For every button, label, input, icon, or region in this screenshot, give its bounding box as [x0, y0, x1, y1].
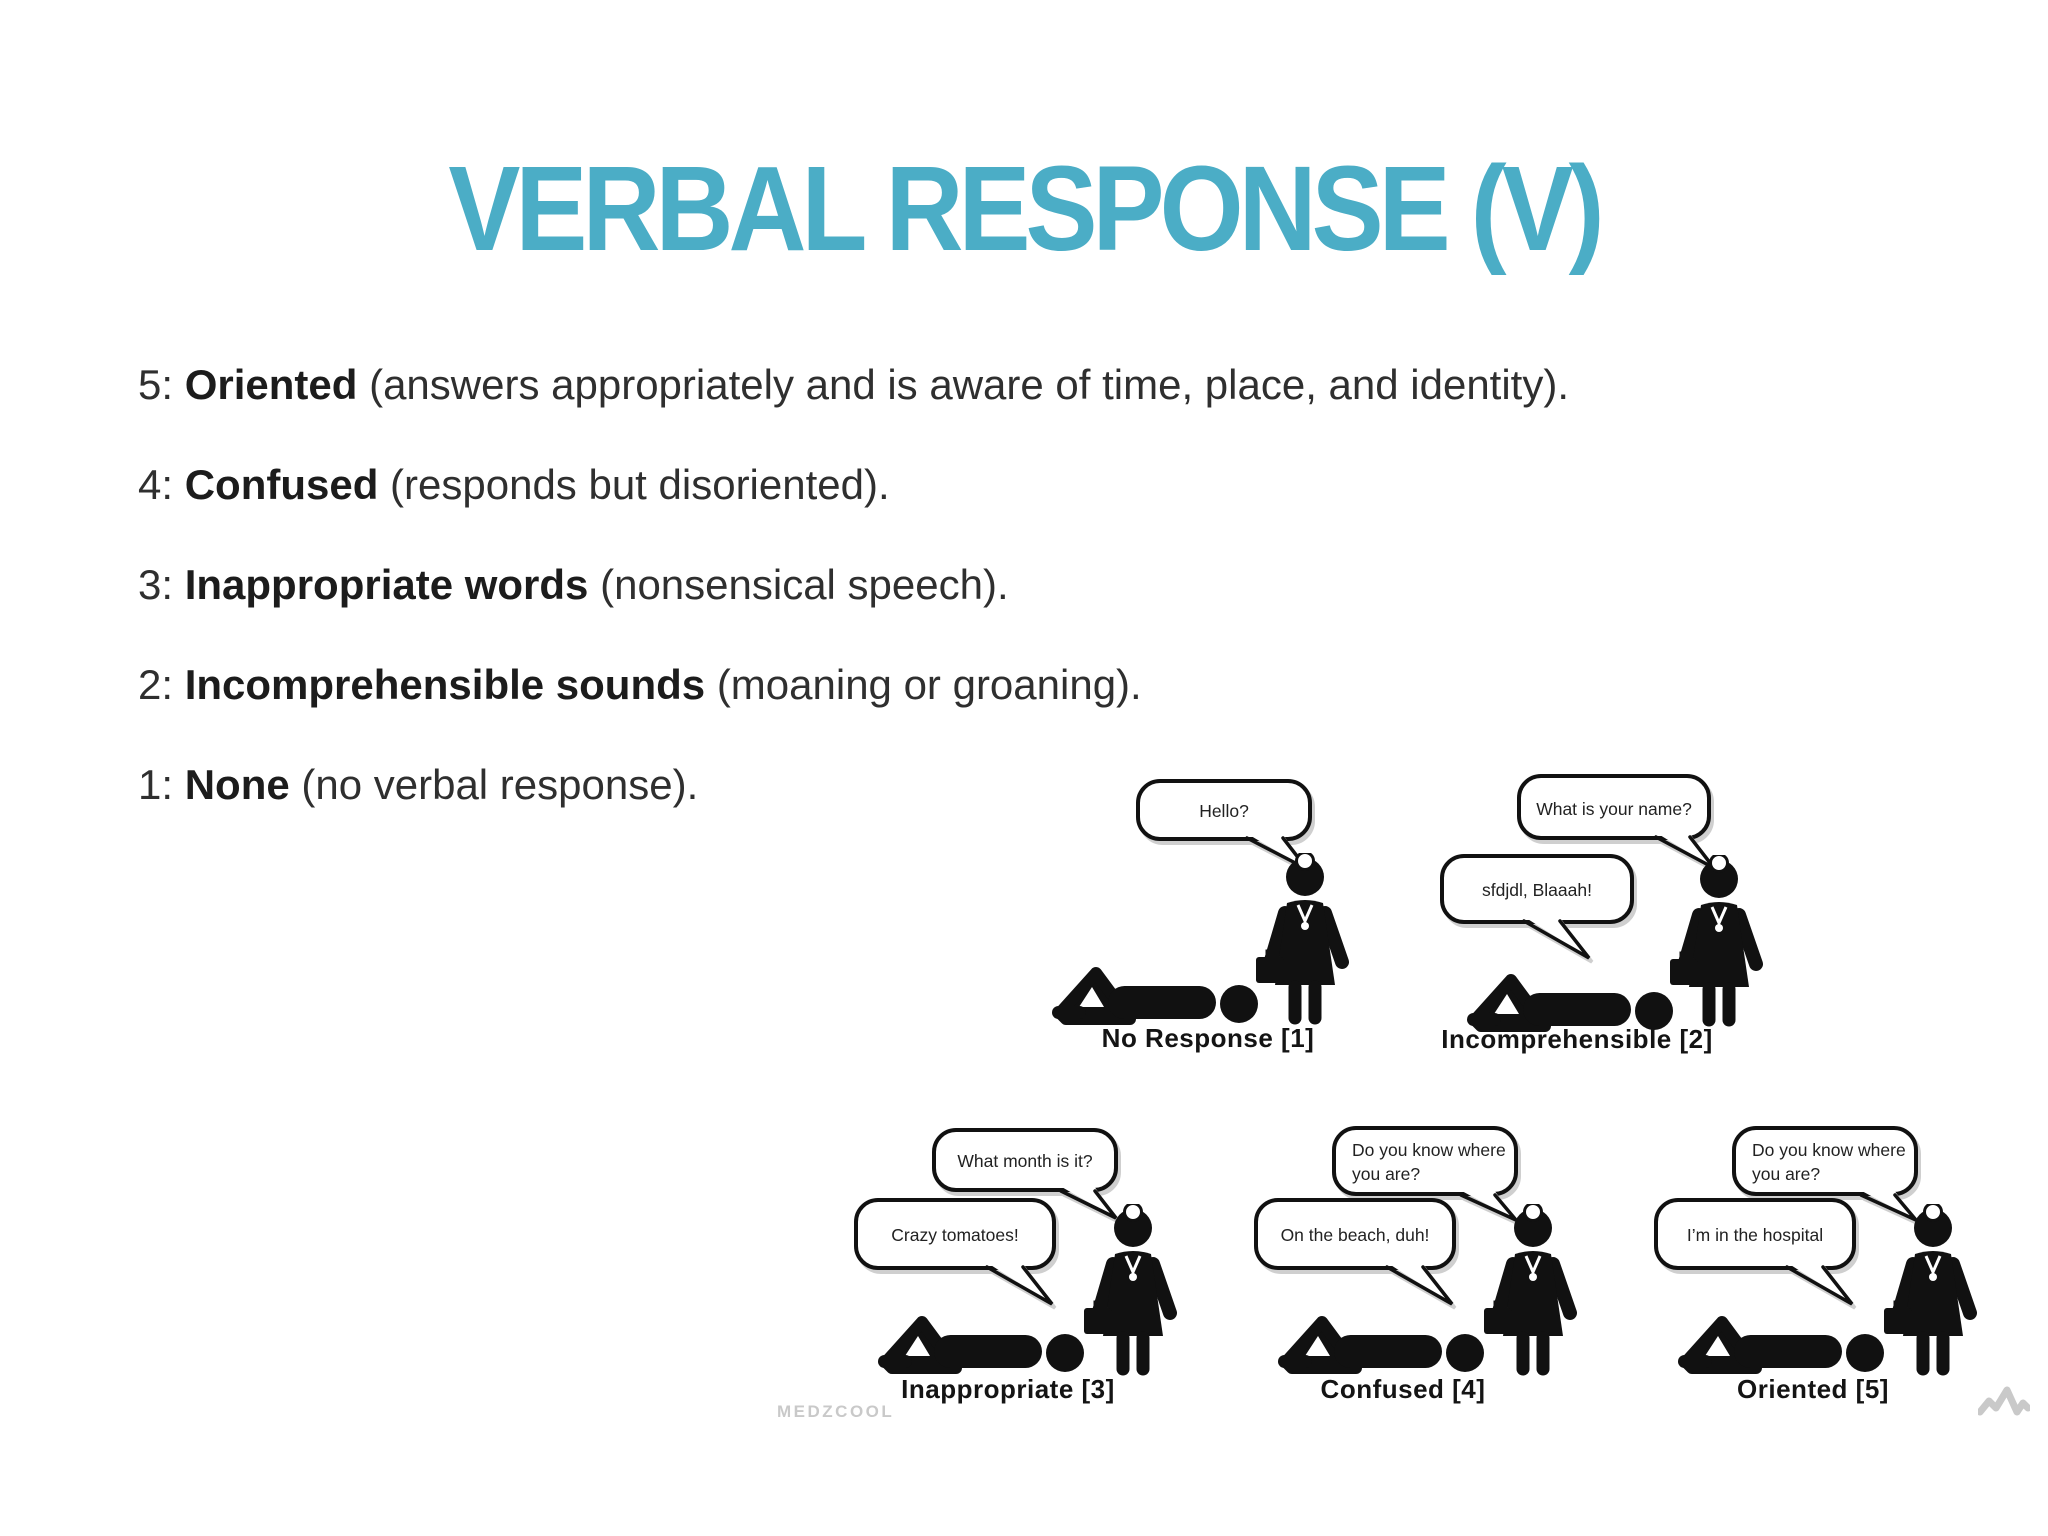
patient-speech-bubble — [1654, 1198, 1856, 1306]
scene-oriented: Do you know where you are? I’m in the ho… — [1654, 1126, 1988, 1404]
doctor-bubble-text: What is your name? — [1536, 799, 1692, 819]
item-term: Incomprehensible sounds — [184, 661, 706, 708]
patient-icon — [1278, 1322, 1484, 1372]
patient-speech-bubble — [1440, 854, 1634, 960]
list-item: 3: Inappropriate words (nonsensical spee… — [138, 535, 1569, 635]
verbal-response-list: 5: Oriented (answers appropriately and i… — [138, 335, 1569, 835]
doctor-icon — [1670, 855, 1756, 1021]
doctor-icon — [1256, 853, 1342, 1019]
patient-icon — [878, 1322, 1084, 1372]
list-item: 5: Oriented (answers appropriately and i… — [138, 335, 1569, 435]
page-title: VERBAL RESPONSE (V) — [448, 140, 1604, 276]
scene-confused: Do you know where you are? On the beach,… — [1254, 1126, 1588, 1404]
patient-bubble-text: sfdjdl, Blaaah! — [1482, 880, 1592, 900]
doctor-speech-bubble — [932, 1128, 1118, 1220]
list-item: 4: Confused (responds but disoriented). — [138, 435, 1569, 535]
doctor-speech-bubble — [1732, 1126, 1918, 1222]
doctor-speech-bubble — [1332, 1126, 1518, 1222]
doctor-bubble-text: Hello? — [1199, 801, 1249, 821]
patient-speech-bubble — [854, 1198, 1056, 1306]
item-description: (nonsensical speech). — [600, 561, 1009, 608]
item-number: 2: — [138, 661, 174, 708]
scene-caption: Oriented [5] — [1737, 1374, 1889, 1404]
scene-no-response: Hello? No Response [1] — [1050, 779, 1380, 1053]
scene-caption: Confused [4] — [1321, 1374, 1486, 1404]
watermark: MEDZCOOL — [777, 1402, 895, 1421]
scene-incomprehensible: What is your name? sfdjdl, Blaaah! Incom… — [1440, 774, 1867, 1054]
item-term: None — [184, 761, 290, 808]
doctor-icon — [1484, 1204, 1570, 1370]
doctor-icon — [1084, 1204, 1170, 1370]
patient-speech-bubble — [1254, 1198, 1456, 1306]
item-term: Oriented — [184, 361, 358, 408]
doctor-icon — [1884, 1204, 1970, 1370]
item-description: (moaning or groaning). — [716, 661, 1142, 708]
patient-icon — [1467, 980, 1673, 1030]
patient-bubble-text: On the beach, duh! — [1281, 1225, 1430, 1245]
scene-caption: No Response [1] — [1102, 1023, 1315, 1053]
scene-caption: Inappropriate [3] — [901, 1374, 1115, 1404]
list-item: 1: None (no verbal response). — [138, 735, 1569, 835]
item-description: (responds but disoriented). — [390, 461, 890, 508]
item-number: 5: — [138, 361, 174, 408]
pulse-logo-icon — [1978, 1386, 2030, 1416]
item-description: (no verbal response). — [301, 761, 699, 808]
scene-caption: Incomprehensible [2] — [1441, 1024, 1713, 1054]
patient-bubble-text: I’m in the hospital — [1687, 1225, 1823, 1245]
doctor-bubble-text: What month is it? — [957, 1151, 1092, 1171]
item-number: 1: — [138, 761, 174, 808]
item-number: 4: — [138, 461, 174, 508]
item-term: Confused — [184, 461, 379, 508]
patient-bubble-text: Crazy tomatoes! — [891, 1225, 1018, 1245]
scene-inappropriate: What month is it? Crazy tomatoes! Inappr… — [854, 1128, 1188, 1404]
item-number: 3: — [138, 561, 174, 608]
item-description: (answers appropriately and is aware of t… — [369, 361, 1570, 408]
doctor-bubble-text-line1: Do you know where — [1352, 1140, 1506, 1160]
doctor-bubble-text-line2: you are? — [1352, 1164, 1420, 1184]
item-term: Inappropriate words — [184, 561, 589, 608]
list-item: 2: Incomprehensible sounds (moaning or g… — [138, 635, 1569, 735]
patient-icon — [1052, 973, 1258, 1023]
doctor-bubble-text-line1: Do you know where — [1752, 1140, 1906, 1160]
doctor-speech-bubble — [1136, 779, 1312, 871]
doctor-bubble-text-line2: you are? — [1752, 1164, 1820, 1184]
patient-icon — [1678, 1322, 1884, 1372]
